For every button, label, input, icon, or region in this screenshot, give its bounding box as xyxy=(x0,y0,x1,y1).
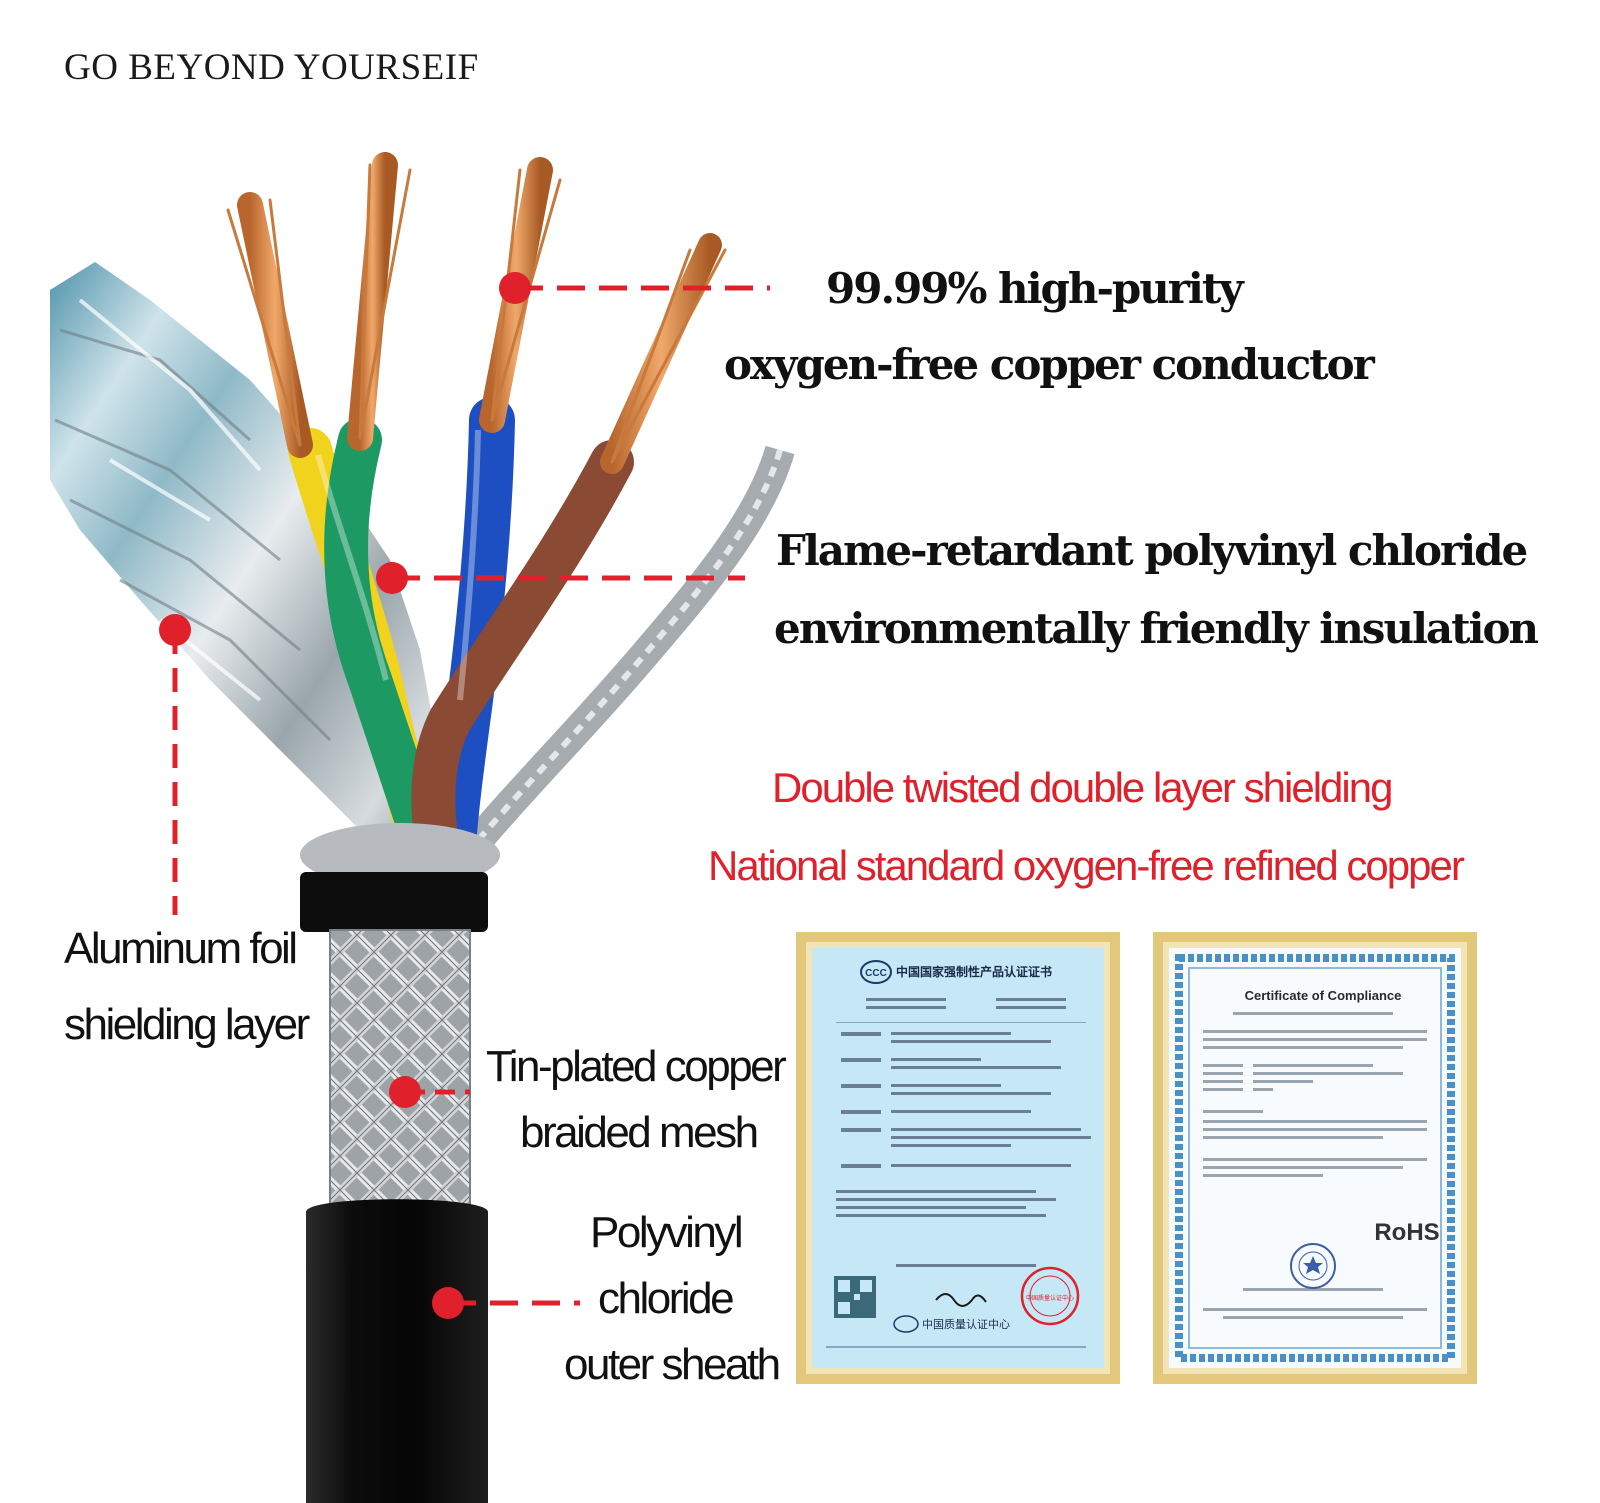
sheath-callout-line1: Polyvinyl xyxy=(590,1208,744,1257)
rohs-certificate-title: Certificate of Compliance xyxy=(1245,988,1402,1003)
brand-heading: GO BEYOND YOURSEIF xyxy=(64,47,479,88)
callout-leaders xyxy=(159,272,770,1319)
rohs-mark: RoHS xyxy=(1374,1219,1439,1246)
foil-callout-dot xyxy=(159,614,191,646)
braid-callout-dot xyxy=(389,1076,421,1108)
insulation-callout-line1: Flame-retardant polyvinyl chloride xyxy=(776,526,1528,575)
svg-text:中国质量认证中心: 中国质量认证中心 xyxy=(1026,1294,1074,1302)
insulation-callout-line2: environmentally friendly insulation xyxy=(774,604,1539,653)
inner-jacket xyxy=(300,872,488,932)
highlight-line1: Double twisted double layer shielding xyxy=(772,764,1393,811)
insulated-wires xyxy=(288,397,634,883)
outer-sheath-section xyxy=(306,1199,488,1503)
svg-text:CCC: CCC xyxy=(865,968,887,979)
ccc-certificate: CCC 中国国家强制性产品认证证书 中国质量认证中心 中国质量认证中心 xyxy=(796,932,1120,1384)
conductor-callout-line1: 99.99% high-purity xyxy=(826,264,1244,313)
ccc-certificate-footer: 中国质量认证中心 xyxy=(922,1318,1010,1331)
insulation-callout-dot xyxy=(376,562,408,594)
cqc-logo xyxy=(893,1315,919,1333)
sheath-callout-line2: chloride xyxy=(598,1274,735,1323)
ornamental-border xyxy=(1175,954,1455,1362)
foil-callout-line1: Aluminum foil xyxy=(64,924,298,973)
aluminum-foil-layer xyxy=(50,262,450,870)
rohs-seal xyxy=(1290,1243,1336,1289)
highlight-line2: National standard oxygen-free refined co… xyxy=(708,842,1465,889)
sheath-callout-line3: outer sheath xyxy=(564,1340,781,1389)
braid-callout-line2: braided mesh xyxy=(520,1108,759,1157)
signature-mark xyxy=(935,1293,987,1307)
ccc-certificate-title: 中国国家强制性产品认证证书 xyxy=(896,964,1052,979)
conductor-callout-line2: oxygen-free copper conductor xyxy=(724,340,1375,389)
loose-braid-strand xyxy=(458,445,795,860)
braided-mesh-section xyxy=(330,930,470,1212)
sheath-callout-dot xyxy=(432,1287,464,1319)
rohs-certificate: Certificate of Compliance RoHS xyxy=(1153,932,1477,1384)
ccc-seal: 中国质量认证中心 xyxy=(1020,1266,1080,1326)
ccc-logo: CCC xyxy=(860,960,892,984)
rohs-text-lines xyxy=(1203,1012,1427,1319)
braid-collar xyxy=(300,823,500,887)
braid-callout-line1: Tin-plated copper xyxy=(486,1042,787,1091)
foil-callout-line2: shielding layer xyxy=(64,1000,310,1049)
ccc-text-lines xyxy=(836,998,1091,1267)
conductor-callout-dot xyxy=(499,272,531,304)
